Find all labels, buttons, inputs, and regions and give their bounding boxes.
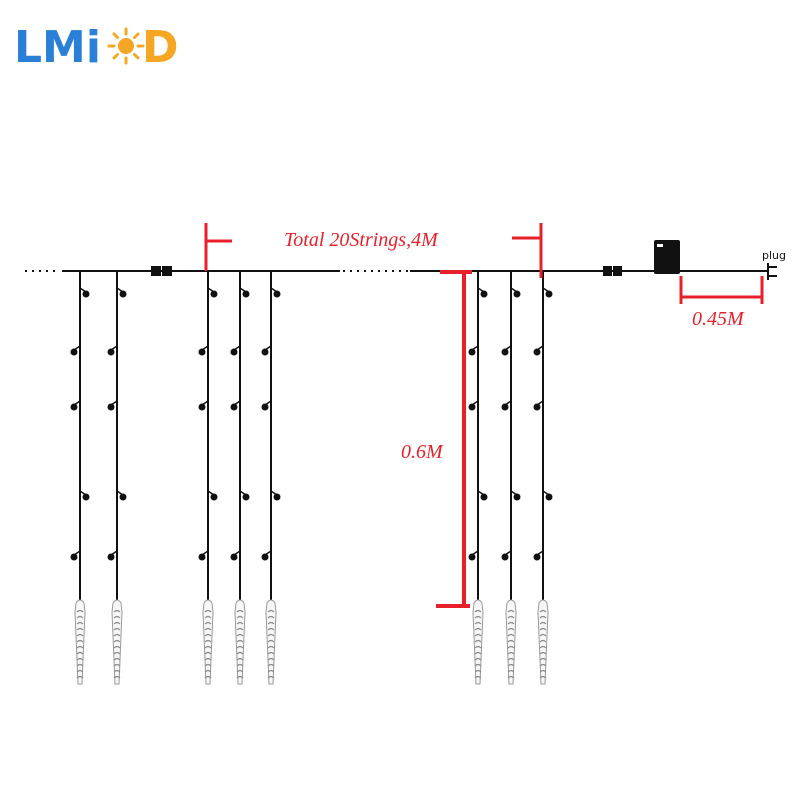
- led-bulb: [501, 400, 512, 411]
- controller-box: [654, 240, 680, 274]
- led-bulb: [198, 345, 209, 356]
- total-width-label: Total 20Strings,4M: [284, 229, 439, 251]
- icicle-tube: [74, 599, 86, 685]
- led-bulb: [198, 400, 209, 411]
- drop-length-dimension: [436, 270, 472, 608]
- led-bulb: [116, 490, 127, 501]
- led-bulb: [70, 550, 81, 561]
- icicle-tube: [202, 599, 214, 685]
- led-bulb: [207, 287, 218, 298]
- light-string: [533, 271, 553, 685]
- led-bulb: [468, 400, 479, 411]
- led-bulb: [107, 550, 118, 561]
- lead-length-label: 0.45M: [692, 308, 745, 330]
- led-bulb: [542, 490, 553, 501]
- logo-text-d: D: [142, 22, 179, 72]
- light-string: [107, 271, 127, 685]
- led-bulb: [261, 550, 272, 561]
- light-string: [70, 271, 90, 685]
- icicle-tube: [537, 599, 549, 685]
- icicle-tube: [111, 599, 123, 685]
- light-strings: [70, 271, 553, 685]
- icicle-tube: [265, 599, 277, 685]
- led-bulb: [468, 550, 479, 561]
- icicle-tube: [472, 599, 484, 685]
- led-bulb: [70, 345, 81, 356]
- led-bulb: [239, 490, 250, 501]
- led-bulb: [510, 287, 521, 298]
- lead-length-dimension: [679, 276, 764, 304]
- led-bulb: [79, 287, 90, 298]
- wire-connector: [603, 266, 622, 276]
- light-string: [261, 271, 281, 685]
- led-bulb: [270, 490, 281, 501]
- led-bulb: [501, 550, 512, 561]
- led-bulb: [477, 287, 488, 298]
- drop-length-label: 0.6M: [401, 441, 444, 463]
- led-bulb: [70, 400, 81, 411]
- light-string: [501, 271, 521, 685]
- led-bulb: [230, 550, 241, 561]
- led-bulb: [116, 287, 127, 298]
- light-string: [468, 271, 488, 685]
- brand-logo: LMi D: [14, 22, 179, 72]
- led-bulb: [501, 345, 512, 356]
- led-bulb: [270, 287, 281, 298]
- plug-label: plug: [762, 249, 786, 262]
- led-bulb: [79, 490, 90, 501]
- total-width-dimension: [204, 223, 543, 278]
- led-bulb: [533, 550, 544, 561]
- led-bulb: [261, 400, 272, 411]
- logo-sun-icon: [107, 27, 145, 65]
- icicle-tube: [234, 599, 246, 685]
- led-bulb: [230, 400, 241, 411]
- light-string: [198, 271, 218, 685]
- led-bulb: [510, 490, 521, 501]
- led-bulb: [477, 490, 488, 501]
- icicle-tube: [505, 599, 517, 685]
- led-bulb: [533, 345, 544, 356]
- light-string: [230, 271, 250, 685]
- led-bulb: [198, 550, 209, 561]
- logo-text-lmi: LMi: [14, 22, 101, 72]
- led-bulb: [207, 490, 218, 501]
- led-bulb: [468, 345, 479, 356]
- led-bulb: [239, 287, 250, 298]
- led-bulb: [107, 345, 118, 356]
- wire-connector: [151, 266, 172, 276]
- plug-icon: [767, 263, 777, 280]
- led-bulb: [230, 345, 241, 356]
- led-bulb: [261, 345, 272, 356]
- led-bulb: [107, 400, 118, 411]
- led-bulb: [542, 287, 553, 298]
- led-bulb: [533, 400, 544, 411]
